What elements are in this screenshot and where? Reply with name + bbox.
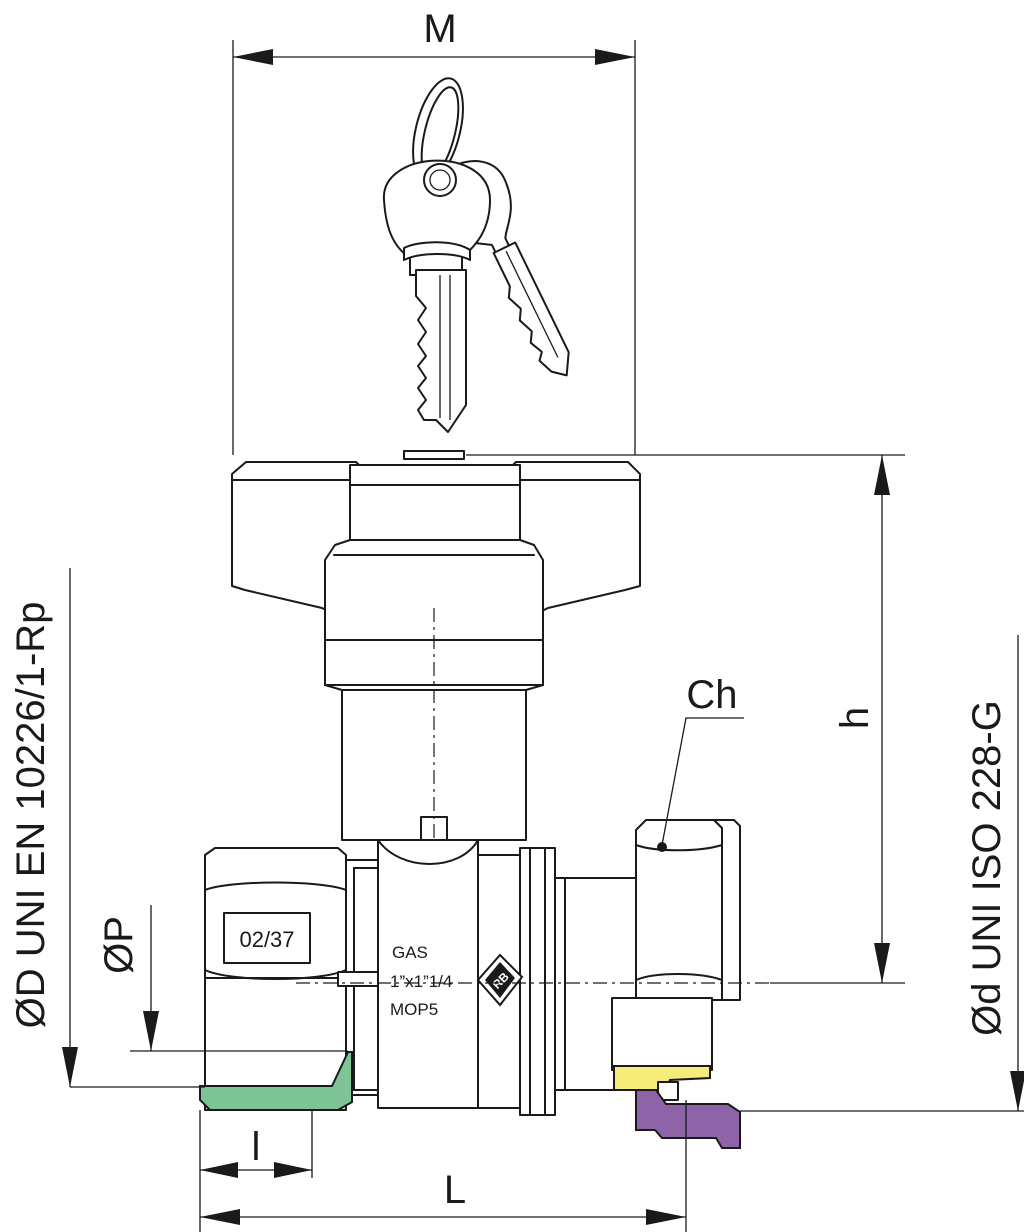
marking-line3: MOP5 bbox=[390, 1000, 438, 1019]
valve-handle bbox=[231, 450, 641, 848]
dimension-l-small-label: l bbox=[252, 1125, 261, 1169]
dimension-l-large-label: L bbox=[444, 1168, 466, 1212]
green-seal bbox=[199, 1051, 353, 1111]
logo-diamond-icon: RB bbox=[476, 953, 524, 1007]
dimension-h: h bbox=[466, 454, 905, 984]
code-plate bbox=[223, 912, 311, 964]
purple-nut bbox=[635, 1089, 741, 1149]
dimension-m-label: M bbox=[423, 7, 456, 51]
dimension-d-small-label: Ød UNI ISO 228-G bbox=[965, 700, 1009, 1036]
code-plate-text: 02/37 bbox=[239, 927, 294, 952]
yellow-seal bbox=[613, 1065, 711, 1091]
dimension-h-label: h bbox=[833, 707, 877, 729]
dimension-m: M bbox=[232, 7, 636, 455]
marking-line1: GAS bbox=[392, 943, 428, 962]
dimension-d-large: ØD UNI EN 10226/1-Rp bbox=[9, 568, 205, 1088]
valve-body: 02/37 RB GAS 1”x1”1/4 MOP5 bbox=[199, 819, 741, 1149]
dimension-p: ØP bbox=[97, 905, 348, 1052]
dimension-p-label: ØP bbox=[97, 916, 141, 974]
dimension-d-large-label: ØD UNI EN 10226/1-Rp bbox=[9, 602, 53, 1029]
dimension-l-large: L bbox=[200, 1100, 687, 1232]
dimension-d-small: Ød UNI ISO 228-G bbox=[740, 635, 1024, 1112]
dimension-ch-label: Ch bbox=[686, 673, 737, 717]
dimension-ch: Ch bbox=[661, 673, 744, 846]
keys-icon bbox=[382, 77, 570, 433]
dimension-l-small: l bbox=[199, 1110, 313, 1232]
marking-line2: 1”x1”1/4 bbox=[390, 972, 452, 991]
